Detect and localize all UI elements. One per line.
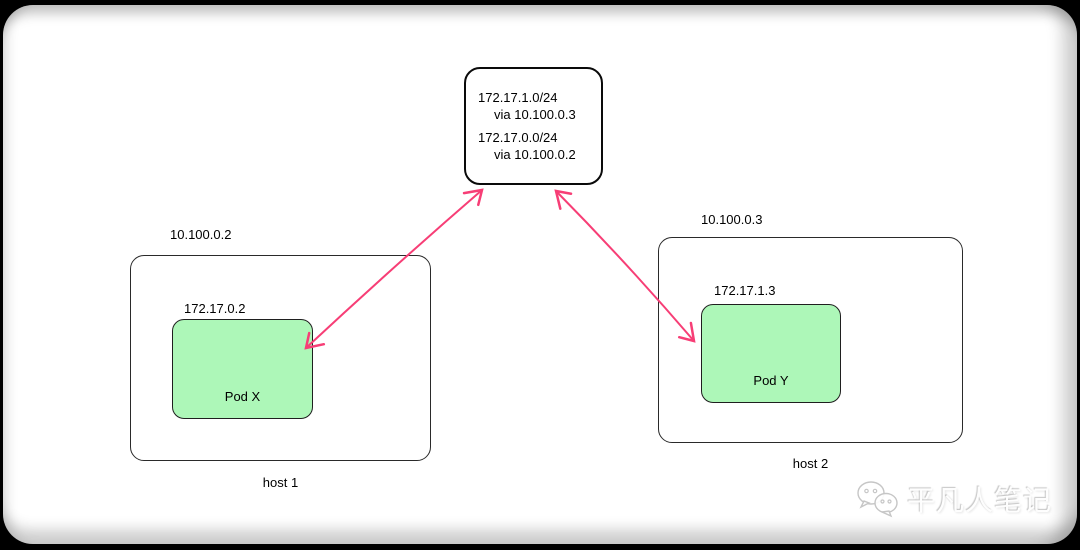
watermark-text: 平凡人笔记 <box>907 485 1053 516</box>
host1-ip-label: 10.100.0.2 <box>170 227 232 242</box>
host2-caption: host 2 <box>792 456 829 471</box>
host1-caption: host 1 <box>262 475 299 490</box>
route-via: via 10.100.0.3 <box>494 107 576 122</box>
pod-x-label: Pod X <box>224 389 261 404</box>
route-entry: 172.17.1.0/24 via 10.100.0.3 <box>478 89 593 123</box>
pod-y-label: Pod Y <box>753 373 789 388</box>
host2-ip-label: 10.100.0.3 <box>701 212 763 227</box>
pod-x-ip-label: 172.17.0.2 <box>184 301 246 316</box>
route-table-box: 172.17.1.0/24 via 10.100.0.3 172.17.0.0/… <box>464 67 603 185</box>
route-entry: 172.17.0.0/24 via 10.100.0.2 <box>478 129 593 163</box>
pod-y-ip-label: 172.17.1.3 <box>714 283 776 298</box>
route-network: 172.17.1.0/24 <box>478 90 558 105</box>
route-network: 172.17.0.0/24 <box>478 130 558 145</box>
route-via: via 10.100.0.2 <box>494 147 576 162</box>
wechat-icon <box>857 481 898 518</box>
watermark: 平凡人笔记 <box>856 478 1052 520</box>
pod-x-box: Pod X <box>172 319 313 419</box>
pod-y-box: Pod Y <box>701 304 841 403</box>
